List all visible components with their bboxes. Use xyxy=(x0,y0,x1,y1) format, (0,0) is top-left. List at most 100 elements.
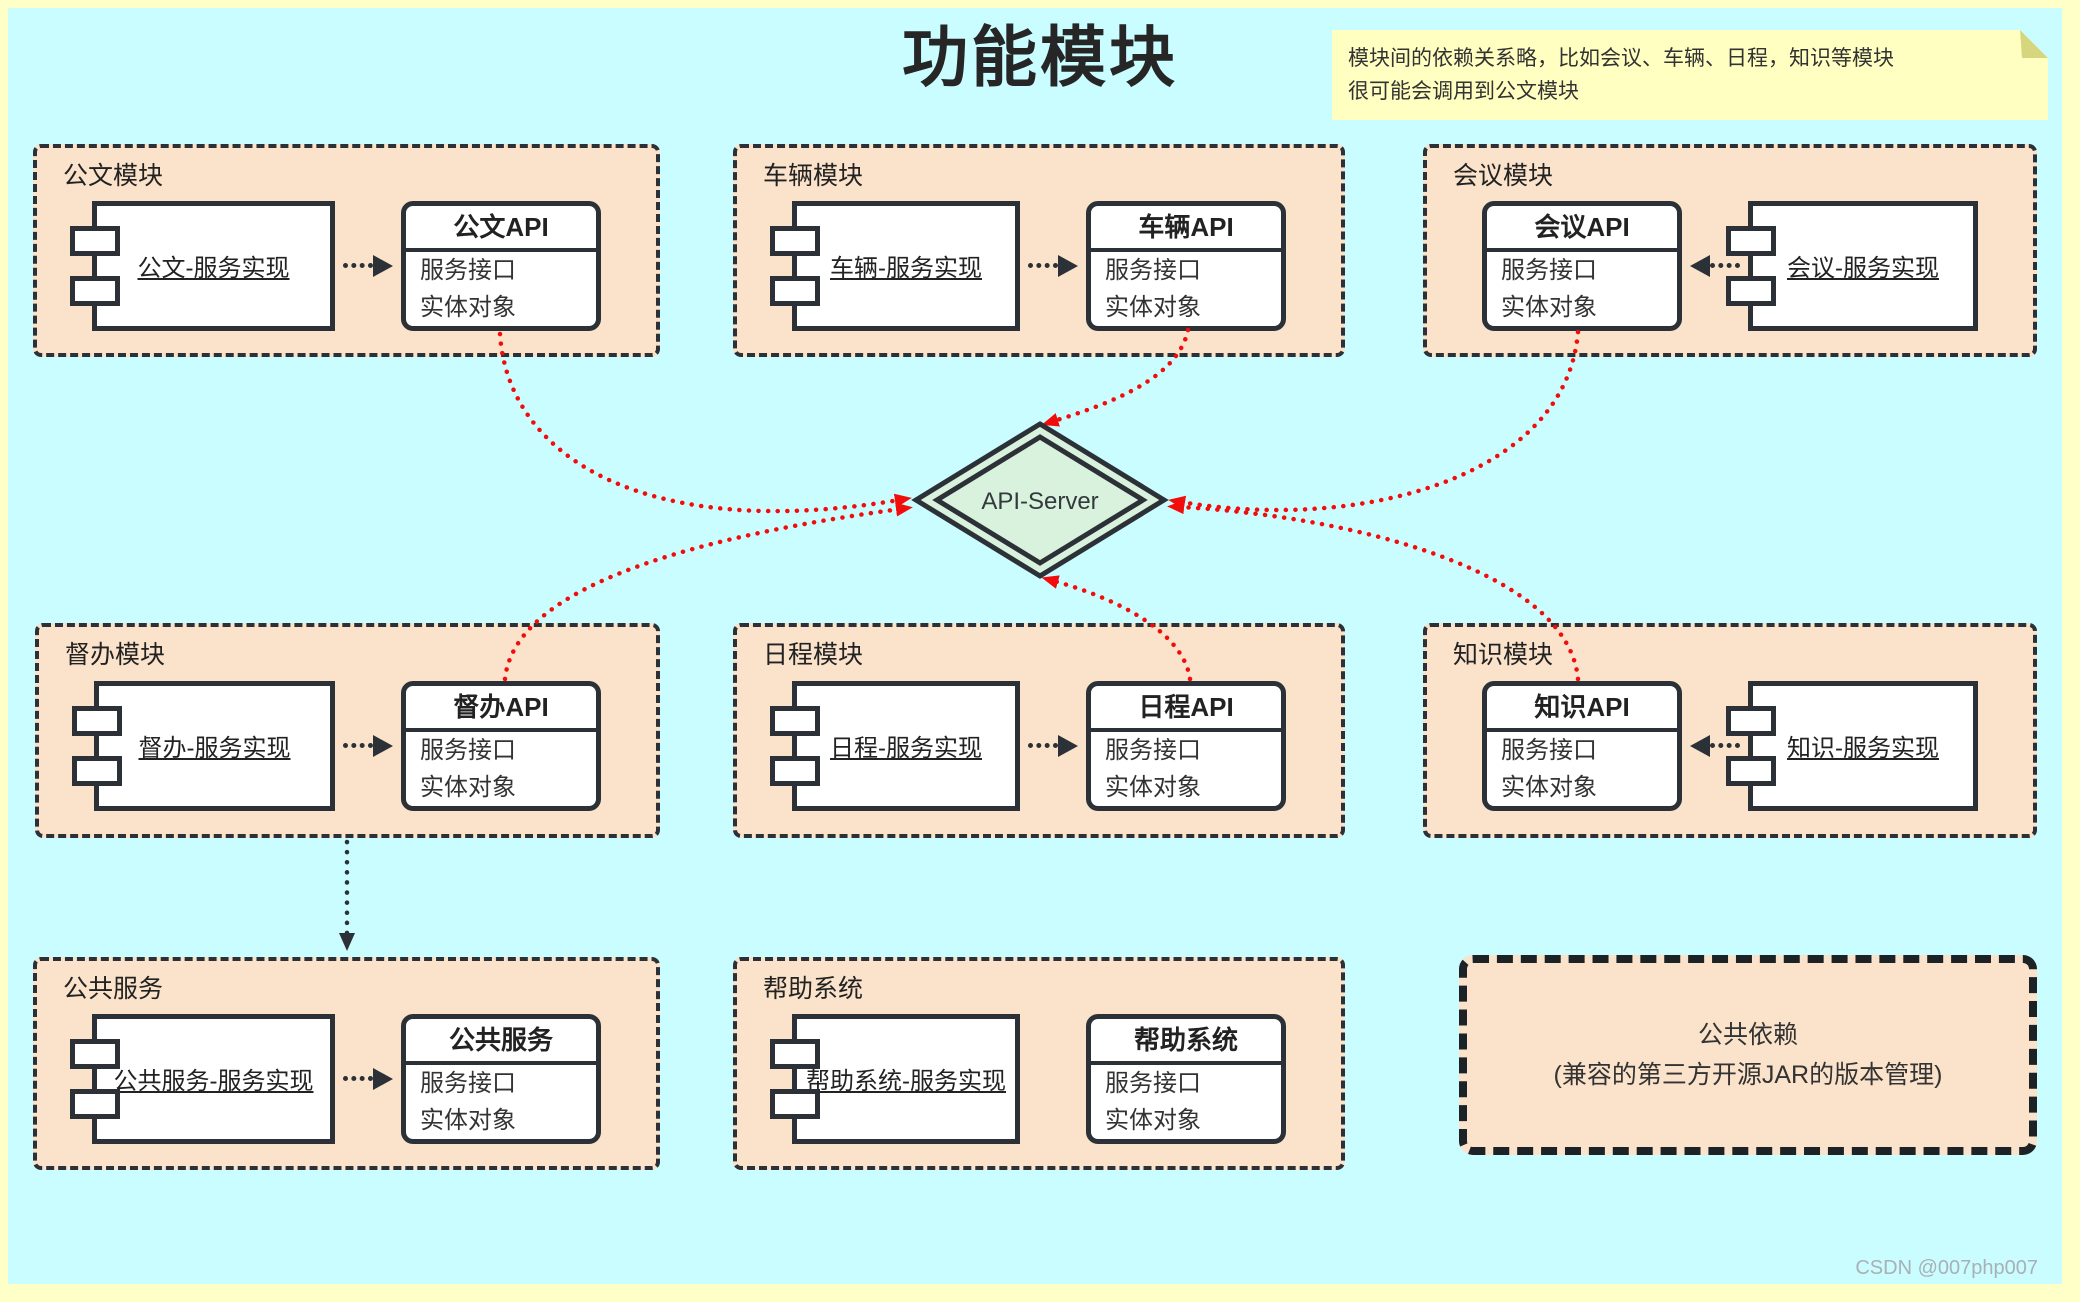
api-line: 服务接口 xyxy=(1105,736,1201,764)
component-tab-icon xyxy=(70,1038,120,1069)
api-box: 车辆API 服务接口 实体对象 xyxy=(1086,200,1286,331)
module-duban: 督办模块 督办-服务实现 督办API 服务接口 实体对象 xyxy=(35,623,660,838)
api-line: 实体对象 xyxy=(1501,293,1597,321)
api-line: 服务接口 xyxy=(1105,256,1201,284)
dependency-arrow xyxy=(1028,734,1078,757)
api-line: 服务接口 xyxy=(420,736,516,764)
component-tab-icon xyxy=(770,1088,820,1119)
api-title: 公文API xyxy=(406,206,596,252)
component-tab-icon xyxy=(72,705,122,736)
api-title: 督办API xyxy=(406,686,596,732)
component-tab-icon xyxy=(770,1038,820,1069)
api-line: 实体对象 xyxy=(1105,293,1201,321)
module-label: 帮助系统 xyxy=(763,975,864,1003)
module-richeng: 日程模块 日程-服务实现 日程API 服务接口 实体对象 xyxy=(733,623,1345,838)
component-box: 会议-服务实现 xyxy=(1726,200,1978,331)
component-label: 知识-服务实现 xyxy=(1787,735,1939,762)
arrowhead-icon xyxy=(1058,734,1078,757)
arrowhead-icon xyxy=(373,734,393,757)
module-label: 督办模块 xyxy=(65,641,166,669)
api-box: 公文API 服务接口 实体对象 xyxy=(401,200,601,331)
sticky-note: 模块间的依赖关系略，比如会议、车辆、日程，知识等模块 很可能会调用到公文模块 xyxy=(1332,30,2048,120)
component-box: 公共服务-服务实现 xyxy=(70,1013,335,1144)
api-line: 实体对象 xyxy=(420,1106,516,1134)
note-line-2: 很可能会调用到公文模块 xyxy=(1348,79,1579,103)
api-line: 实体对象 xyxy=(1105,773,1201,801)
dependency-arrow xyxy=(343,254,393,277)
component-box: 车辆-服务实现 xyxy=(770,200,1020,331)
api-line: 服务接口 xyxy=(1501,736,1597,764)
api-line: 实体对象 xyxy=(420,293,516,321)
component-box: 日程-服务实现 xyxy=(770,680,1020,811)
component-tab-icon xyxy=(770,705,820,736)
component-tab-icon xyxy=(770,225,820,256)
component-tab-icon xyxy=(70,225,120,256)
component-box: 帮助系统-服务实现 xyxy=(770,1013,1020,1144)
component-box: 知识-服务实现 xyxy=(1726,680,1978,811)
module-label: 公文模块 xyxy=(63,162,164,190)
dependency-arrow xyxy=(1690,254,1740,277)
page-title: 功能模块 xyxy=(902,20,1178,94)
module-label: 日程模块 xyxy=(763,641,864,669)
api-title: 知识API xyxy=(1487,686,1677,732)
component-tab-icon xyxy=(72,755,122,786)
module-gonggongfuwu: 公共服务 公共服务-服务实现 公共服务 服务接口 实体对象 xyxy=(33,957,660,1170)
component-tab-icon xyxy=(1726,225,1776,256)
component-tab-icon xyxy=(770,275,820,306)
component-label: 车辆-服务实现 xyxy=(830,255,982,282)
arrowhead-icon xyxy=(1690,734,1710,757)
component-tab-icon xyxy=(1726,755,1776,786)
api-box: 督办API 服务接口 实体对象 xyxy=(401,680,601,811)
api-line: 服务接口 xyxy=(420,256,516,284)
arrowhead-icon xyxy=(1058,254,1078,277)
api-box: 知识API 服务接口 实体对象 xyxy=(1482,680,1682,811)
arrowhead-icon xyxy=(373,1067,393,1090)
component-label: 日程-服务实现 xyxy=(830,735,982,762)
api-line: 服务接口 xyxy=(1501,256,1597,284)
module-gongwen: 公文模块 公文-服务实现 公文API 服务接口 实体对象 xyxy=(33,144,660,357)
common-dependency-title: 公共依赖 xyxy=(1697,1021,1798,1049)
component-tab-icon xyxy=(70,1088,120,1119)
component-tab-icon xyxy=(770,755,820,786)
arrowhead-icon xyxy=(1690,254,1710,277)
note-fold-icon xyxy=(2020,30,2048,58)
api-title: 日程API xyxy=(1091,686,1281,732)
api-title: 公共服务 xyxy=(406,1019,596,1065)
common-dependency-box: 公共依赖 (兼容的第三方开源JAR的版本管理) xyxy=(1459,955,2037,1155)
component-box: 督办-服务实现 xyxy=(72,680,335,811)
module-label: 车辆模块 xyxy=(763,162,864,190)
api-title: 帮助系统 xyxy=(1091,1019,1281,1065)
module-huiyi: 会议模块 会议API 服务接口 实体对象 会议-服务实现 xyxy=(1423,144,2037,357)
api-title: 会议API xyxy=(1487,206,1677,252)
component-label: 公共服务-服务实现 xyxy=(113,1068,314,1095)
module-cheliang: 车辆模块 车辆-服务实现 车辆API 服务接口 实体对象 xyxy=(733,144,1345,357)
api-line: 服务接口 xyxy=(1105,1069,1201,1097)
component-label: 帮助系统-服务实现 xyxy=(806,1068,1006,1095)
component-label: 会议-服务实现 xyxy=(1787,255,1939,282)
dependency-arrow xyxy=(1690,734,1740,757)
api-box: 公共服务 服务接口 实体对象 xyxy=(401,1013,601,1144)
common-dependency-subtitle: (兼容的第三方开源JAR的版本管理) xyxy=(1553,1061,1943,1089)
component-tab-icon xyxy=(1726,705,1776,736)
component-label: 督办-服务实现 xyxy=(138,735,291,762)
module-zhishi: 知识模块 知识API 服务接口 实体对象 知识-服务实现 xyxy=(1423,623,2037,838)
api-line: 实体对象 xyxy=(1105,1106,1201,1134)
api-box: 日程API 服务接口 实体对象 xyxy=(1086,680,1286,811)
module-bangzhu: 帮助系统 帮助系统-服务实现 帮助系统 服务接口 实体对象 xyxy=(733,957,1345,1170)
arrowhead-icon xyxy=(373,254,393,277)
dependency-arrow xyxy=(343,1067,393,1090)
dependency-arrow xyxy=(1028,254,1078,277)
api-box: 帮助系统 服务接口 实体对象 xyxy=(1086,1013,1286,1144)
module-label: 公共服务 xyxy=(63,975,164,1003)
dependency-arrow xyxy=(343,734,393,757)
watermark: CSDN @007php007 xyxy=(1855,1257,2038,1279)
api-title: 车辆API xyxy=(1091,206,1281,252)
api-line: 实体对象 xyxy=(1501,773,1597,801)
component-box: 公文-服务实现 xyxy=(70,200,335,331)
api-line: 实体对象 xyxy=(420,773,516,801)
component-tab-icon xyxy=(70,275,120,306)
note-line-1: 模块间的依赖关系略，比如会议、车辆、日程，知识等模块 xyxy=(1348,47,1894,70)
component-tab-icon xyxy=(1726,275,1776,306)
api-line: 服务接口 xyxy=(420,1069,516,1097)
